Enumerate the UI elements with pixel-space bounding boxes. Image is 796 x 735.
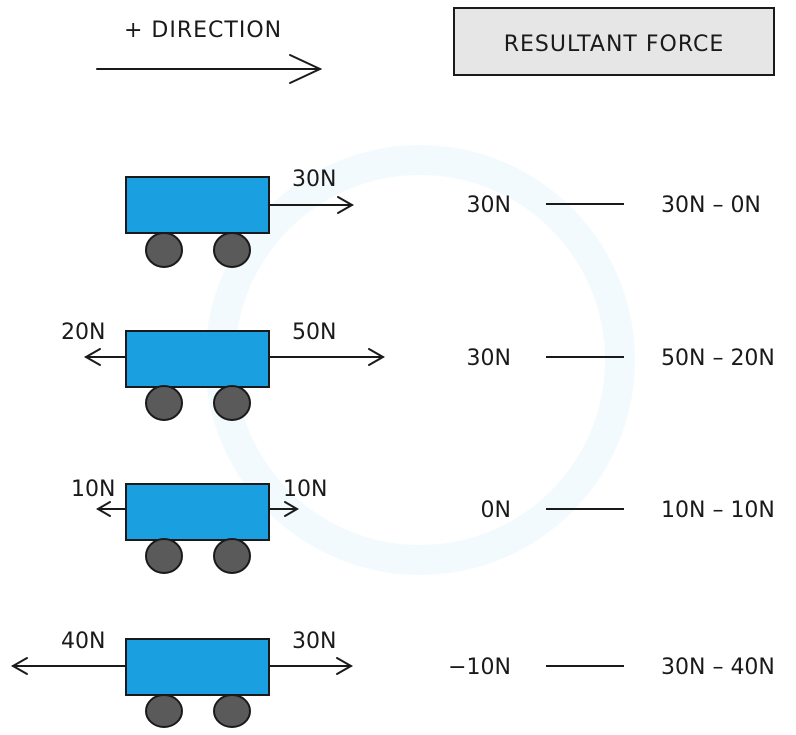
cart-body <box>125 638 270 696</box>
resultant-equation: 50N – 20N <box>661 346 775 371</box>
cart-wheel-left <box>145 232 183 268</box>
watermark-logo <box>205 145 635 575</box>
right-force-label: 10N <box>283 477 327 502</box>
cart-wheel-left <box>145 385 183 421</box>
direction-label: + DIRECTION <box>124 18 282 43</box>
cart-body <box>125 483 270 541</box>
right-force-arrow <box>268 348 386 366</box>
right-force-label: 50N <box>292 320 336 345</box>
cart-body <box>125 176 270 234</box>
left-force-label: 40N <box>61 629 105 654</box>
right-force-label: 30N <box>292 629 336 654</box>
left-force-arrow <box>10 657 127 675</box>
right-force-arrow <box>268 657 354 675</box>
right-force-label: 30N <box>292 167 336 192</box>
cart-body <box>125 330 270 388</box>
cart-wheel-right <box>213 385 251 421</box>
resultant-force-header-box <box>453 7 775 76</box>
cart-row-1: 30N 30N 30N – 0N <box>125 167 761 268</box>
resultant-force-header: RESULTANT FORCE <box>504 32 725 57</box>
resultant-equation: 30N – 40N <box>661 655 775 680</box>
resultant-value: 0N <box>481 498 511 523</box>
cart-row-4: 40N 30N −10N 30N – 40N <box>10 629 775 728</box>
right-force-arrow <box>268 196 355 214</box>
cart-wheel-right <box>213 538 251 574</box>
left-force-label: 20N <box>61 320 105 345</box>
left-force-arrow <box>83 348 127 366</box>
cart-row-3: 10N 10N 0N 10N – 10N <box>71 477 775 574</box>
cart-wheel-left <box>145 694 183 728</box>
resultant-value: −10N <box>448 655 511 680</box>
cart-wheel-left <box>145 538 183 574</box>
resultant-value: 30N <box>467 193 511 218</box>
cart-row-2: 20N 50N 30N 50N – 20N <box>61 320 775 421</box>
resultant-equation: 10N – 10N <box>661 498 775 523</box>
cart-wheel-right <box>213 232 251 268</box>
left-force-label: 10N <box>71 477 115 502</box>
left-force-arrow <box>96 501 127 517</box>
right-force-arrow <box>268 501 299 517</box>
resultant-value: 30N <box>467 346 511 371</box>
resultant-equation: 30N – 0N <box>661 193 761 218</box>
direction-arrow <box>96 54 323 84</box>
cart-wheel-right <box>213 694 251 728</box>
